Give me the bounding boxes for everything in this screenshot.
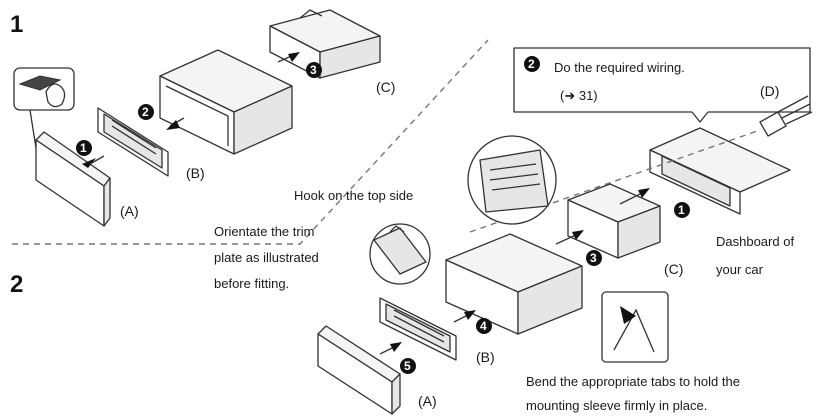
arrow-step5-section2	[390, 342, 402, 352]
wiring-instruction: Do the required wiring.	[554, 60, 685, 75]
arrow-step3-section2	[572, 230, 584, 240]
wiring-connector-d	[759, 95, 813, 137]
wiring-step-marker	[524, 56, 540, 72]
release-button-inset	[13, 67, 75, 149]
arrow-step1-section2	[638, 188, 650, 198]
label-c-section1: (C)	[376, 79, 395, 95]
wiring-path	[469, 129, 761, 233]
label-a-section1: (A)	[120, 203, 139, 219]
hook-note: Hook on the top side	[294, 188, 413, 203]
trim-plate-b-section2	[379, 297, 457, 361]
unit-section2	[445, 233, 583, 335]
hook-detail-inset	[369, 223, 431, 285]
svg-text:2: 2	[142, 105, 149, 119]
step-1-marker-section2	[674, 202, 690, 218]
svg-text:4: 4	[480, 319, 487, 333]
arrow-step4-section2	[464, 310, 476, 320]
orientate-note-line1: Orientate the trim	[214, 224, 314, 239]
bend-tabs-note-line1: Bend the appropriate tabs to hold the	[526, 374, 740, 389]
dashboard-label-line2: your car	[716, 262, 764, 277]
svg-text:1: 1	[80, 141, 87, 155]
unit-section1	[159, 49, 293, 155]
orientate-note-line3: before fitting.	[214, 276, 289, 291]
wiring-page-ref: (➜ 31)	[560, 88, 598, 103]
trim-plate-b-section1	[97, 107, 169, 177]
label-a-section2: (A)	[418, 393, 437, 409]
svg-text:2: 2	[528, 57, 535, 71]
step-4-marker-section2	[476, 318, 492, 334]
step-1-marker-section1	[76, 140, 92, 156]
section-2-number: 2	[10, 271, 23, 298]
svg-text:3: 3	[310, 63, 317, 77]
label-b-section1: (B)	[186, 165, 205, 181]
faceplate-a-section1	[35, 131, 111, 227]
step-5-marker-section2	[400, 358, 416, 374]
faceplate-a-section2	[317, 325, 401, 415]
tab-bend-inset	[601, 291, 669, 363]
sleeve-c-section2	[567, 183, 661, 259]
step-3-marker-section2	[586, 250, 602, 266]
svg-text:5: 5	[404, 359, 411, 373]
label-b-section2: (B)	[476, 349, 495, 365]
section-divider	[12, 39, 489, 245]
wiring-callout: 2 Do the required wiring. (➜ 31)	[513, 47, 811, 123]
bend-tabs-note-line2: mounting sleeve firmly in place.	[526, 398, 707, 413]
sleeve-c-section1	[269, 9, 381, 79]
svg-text:3: 3	[590, 251, 597, 265]
section-1-number: 1	[10, 11, 23, 38]
sleeve-detail-inset	[467, 135, 557, 225]
step-2-marker-section1	[138, 104, 154, 120]
label-c-section2: (C)	[664, 261, 683, 277]
step-3-marker-section1	[306, 62, 322, 78]
orientate-note-line2: plate as illustrated	[214, 250, 319, 265]
car-dashboard	[649, 127, 791, 215]
dashboard-label-line1: Dashboard of	[716, 234, 794, 249]
svg-text:1: 1	[678, 203, 685, 217]
label-d: (D)	[760, 83, 779, 99]
